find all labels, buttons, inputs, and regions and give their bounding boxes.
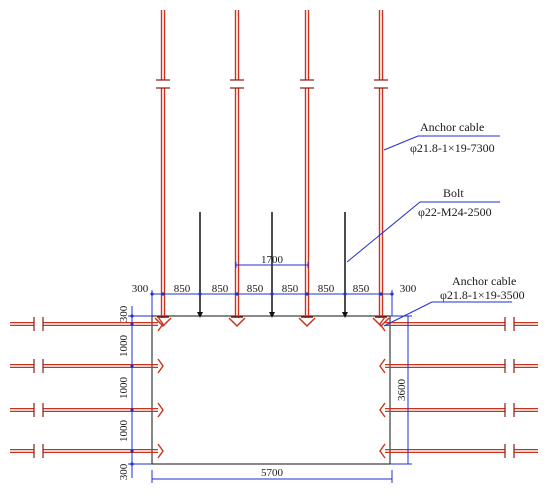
dim-top-3: 850	[247, 283, 264, 295]
label-anchor-cable-top: Anchor cable	[420, 120, 484, 134]
label-anchor-cable-side: Anchor cable	[452, 274, 516, 288]
bolt	[269, 212, 275, 318]
top-anchor-cable	[298, 10, 316, 328]
dim-top-6: 850	[353, 283, 370, 295]
label-bolt-spec: φ22-M24-2500	[418, 205, 492, 219]
side-anchor-cable-left	[10, 316, 164, 332]
dim-left-1: 1000	[118, 335, 130, 358]
side-anchor-cable-right	[379, 358, 538, 374]
label-anchor-cable-top-spec: φ21.8-1×19-7300	[410, 141, 495, 155]
side-anchor-cable-left	[10, 402, 164, 418]
dim-tick	[130, 462, 134, 466]
dim-top-1: 850	[174, 283, 191, 295]
label-bolt: Bolt	[443, 186, 464, 200]
dim-tick	[235, 292, 239, 296]
dim-top-5: 850	[318, 283, 335, 295]
dim-top-7: 300	[400, 283, 417, 295]
side-anchor-cable-right	[379, 402, 538, 418]
dim-tick	[150, 292, 154, 296]
roadway-outline	[151, 315, 391, 465]
side-anchor-cable-right	[379, 443, 538, 459]
dim-tick	[379, 292, 383, 296]
dim-height: 3600	[396, 379, 408, 402]
dim-tick	[130, 364, 134, 368]
left-dimension-texts: 300 1000 1000 1000 300	[118, 305, 130, 480]
dimension-ticks	[130, 292, 394, 466]
dim-tick	[390, 292, 394, 296]
label-anchor-cable-side-spec: φ21.8-1×19-3500	[440, 288, 525, 302]
dim-left-0: 300	[118, 305, 130, 322]
top-anchor-cables	[154, 10, 390, 328]
top-dimension-texts: 300 850 850 850 850 850 850 300	[132, 283, 417, 295]
top-anchor-cable	[372, 10, 390, 328]
dim-tick	[343, 292, 347, 296]
dim-tick	[161, 292, 165, 296]
dim-width: 5700	[261, 467, 284, 479]
dim-top-0: 300	[132, 283, 149, 295]
bolt	[197, 212, 203, 318]
dim-left-3: 1000	[118, 420, 130, 443]
top-anchor-cable	[154, 10, 172, 328]
dim-top-2: 850	[212, 283, 229, 295]
bolt	[342, 212, 348, 318]
dim-left-2: 1000	[118, 377, 130, 400]
bolts	[197, 212, 348, 318]
dim-top-4: 850	[282, 283, 299, 295]
dim-tick	[130, 314, 134, 318]
dim-tick	[305, 292, 309, 296]
side-anchor-cable-right	[379, 316, 538, 332]
dim-span-1700: 1700	[261, 254, 284, 266]
side-anchor-cable-left	[10, 443, 164, 459]
dim-tick	[130, 322, 134, 326]
side-anchor-cables	[10, 316, 538, 459]
dim-tick	[130, 449, 134, 453]
side-anchor-cable-left	[10, 358, 164, 374]
dim-left-4: 300	[118, 463, 130, 480]
dim-tick	[130, 408, 134, 412]
dim-tick	[198, 292, 202, 296]
dim-tick	[270, 292, 274, 296]
top-anchor-cable	[228, 10, 246, 328]
